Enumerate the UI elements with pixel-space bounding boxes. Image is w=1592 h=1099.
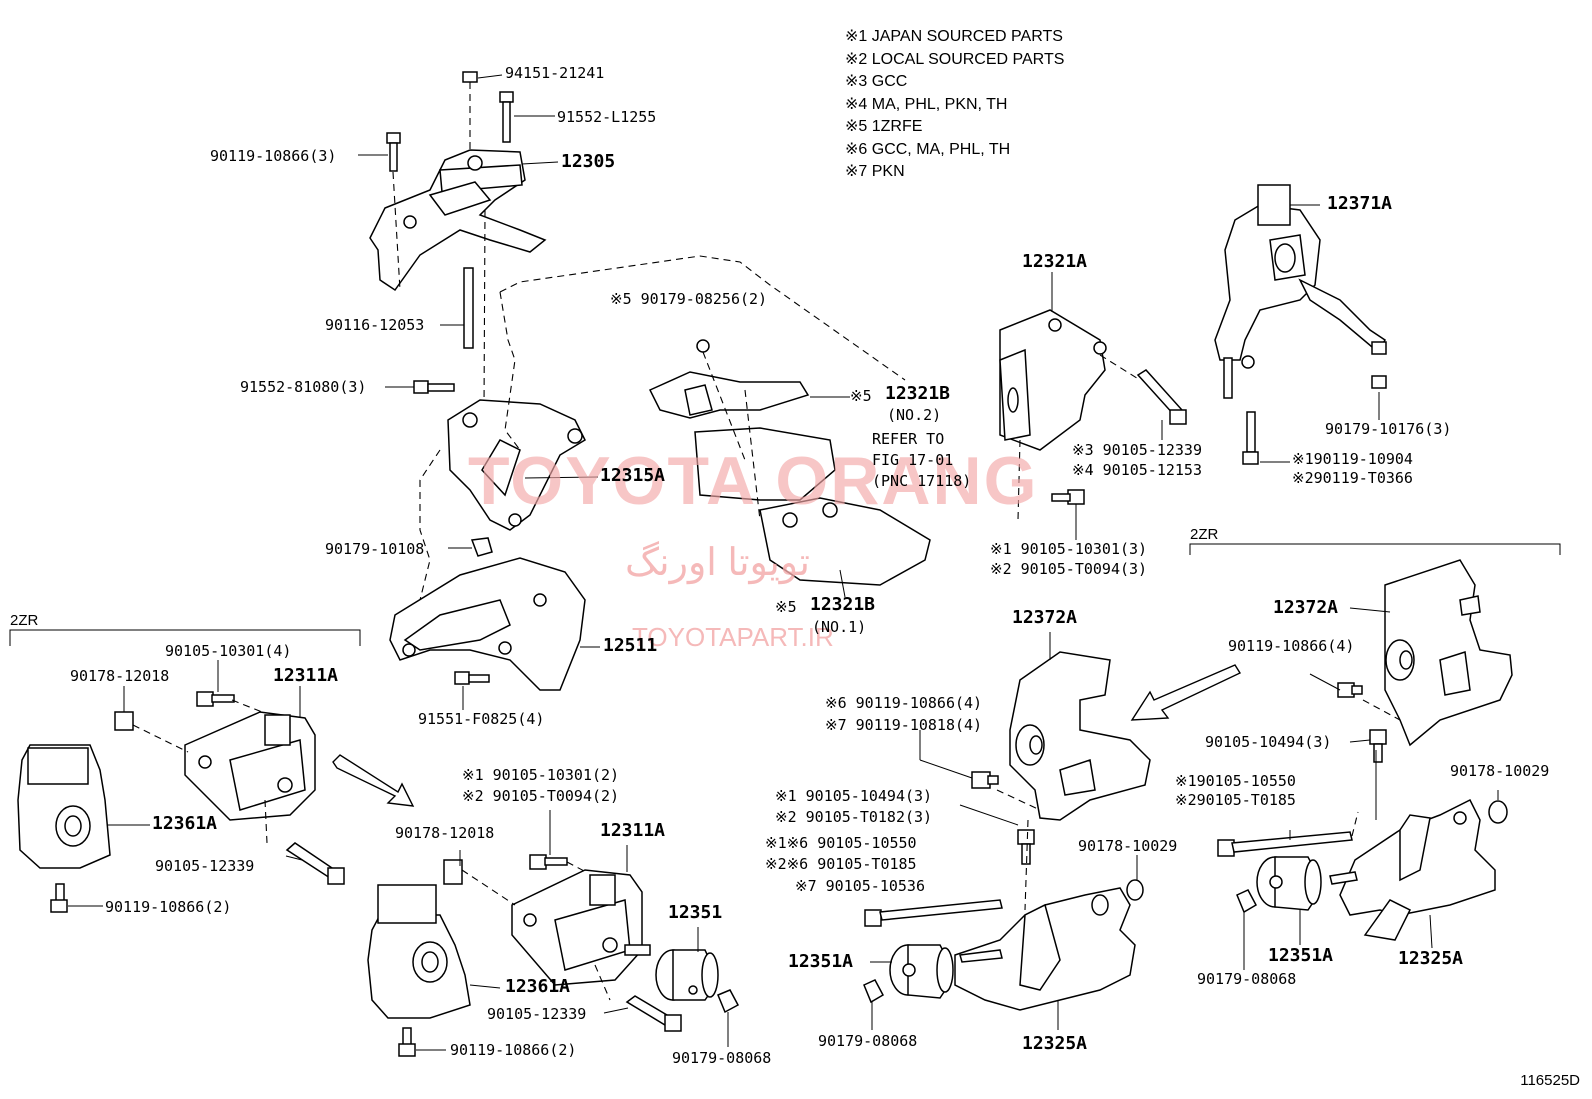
group-label-2zr-right: 2ZR [1190,526,1219,543]
part-callout[interactable]: 90178-12018 [395,824,495,842]
part-callout[interactable]: ※1 90105-10301(2) [462,766,620,784]
reference-link[interactable]: FIG 17-01 [872,451,954,469]
part-callout[interactable]: 90179-08068 [818,1032,918,1050]
part-callout[interactable]: ※190119-10904 [1292,450,1413,468]
part-callout[interactable]: ※6 90119-10866(4) [825,694,983,712]
part-callout-sub: (NO.2) [887,406,942,424]
bushing-12351A-right-drawing [1236,856,1322,914]
part-callout[interactable]: 12511 [603,635,658,656]
part-callout[interactable]: 90119-10866(4) [1228,637,1355,655]
legend-item: ※1 JAPAN SOURCED PARTS [845,28,1063,45]
part-callout[interactable]: ※4 90105-12153 [1072,461,1202,479]
part-callout[interactable]: 90119-10866(2) [450,1041,577,1059]
part-callout[interactable]: 90178-10029 [1078,837,1178,855]
legend-item: ※3 GCC [845,73,908,90]
part-callout[interactable]: ※1 90105-10301(3) [990,540,1148,558]
part-callout[interactable]: 12361A [505,976,571,997]
part-callout[interactable]: 90105-10494(3) [1205,733,1332,751]
part-callout[interactable]: ※190105-10550 [1175,772,1296,790]
part-callout[interactable]: 12351 [668,902,723,923]
part-callout-note: ※5 [850,387,872,405]
figure-number: 116525D [1520,1072,1580,1089]
part-callout[interactable]: 90105-12339 [155,857,255,875]
footnote-legend: ※1 JAPAN SOURCED PARTS ※2 LOCAL SOURCED … [845,26,1064,184]
part-callout[interactable]: 12321B [810,594,876,615]
part-callout[interactable]: ※2 90105-T0094(3) [990,560,1148,578]
part-callout[interactable]: 91552-81080(3) [240,378,367,396]
bolt-90105-10550-center-drawing [864,899,1003,927]
part-callout[interactable]: ※5 90179-08256(2) [610,290,768,308]
part-callout[interactable]: 12371A [1327,193,1393,214]
bracket-12321B-no2-drawing [648,339,810,419]
part-callout[interactable]: ※2※6 90105-T0185 [765,855,917,873]
bracket-12325A-right-drawing [1329,798,1508,941]
part-callout[interactable]: 94151-21241 [505,64,605,82]
part-callout[interactable]: 12321B [885,383,951,404]
part-callout[interactable]: 90178-10029 [1450,762,1550,780]
part-callout[interactable]: ※7 90105-10536 [795,877,925,895]
part-callout[interactable]: ※3 90105-12339 [1072,441,1202,459]
part-callout[interactable]: 90105-12339 [487,1005,587,1023]
part-callout[interactable]: ※2 90105-T0182(3) [775,808,933,826]
bracket-12311A-center-drawing [511,869,651,986]
part-callout[interactable]: ※2 90105-T0094(2) [462,787,620,805]
part-callout[interactable]: 91551-F0825(4) [418,710,545,728]
bracket-12311A-left-drawing [184,711,316,821]
bushing-12351A-center-drawing [863,944,954,1004]
bracket-12511-drawing [389,557,586,691]
part-callout[interactable]: ※1 90105-10494(3) [775,787,933,805]
bracket-12325A-center-drawing [954,879,1144,1011]
part-callout[interactable]: ※1※6 90105-10550 [765,834,917,852]
legend-item: ※6 GCC, MA, PHL, TH [845,140,1011,158]
reference-note: REFER TO [872,430,945,448]
bracket-12321B-no1-drawing [694,427,931,586]
part-callout[interactable]: 12351A [1268,945,1334,966]
part-callout[interactable]: ※7 90119-10818(4) [825,716,983,734]
part-callout[interactable]: 90105-10301(4) [165,642,292,660]
engine-mount-12361A-center-drawing [367,854,568,1057]
part-callout[interactable]: 90178-12018 [70,667,170,685]
reference-note: (PNC 17118) [872,472,972,490]
part-callout[interactable]: 90119-10866(2) [105,898,232,916]
engine-mount-12305-drawing [369,71,547,349]
part-callout[interactable]: 12372A [1012,607,1078,628]
group-label-2zr-left: 2ZR [10,612,39,629]
legend-item: ※4 MA, PHL, PKN, TH [845,95,1008,113]
bolt-90105-10550-right-drawing [1217,831,1353,857]
part-callout[interactable]: 12321A [1022,251,1088,272]
part-callout[interactable]: 90119-10866(3) [210,147,337,165]
part-callout[interactable]: 12311A [273,665,339,686]
bushing-12351-drawing [625,949,740,1032]
part-callout[interactable]: 12305 [561,151,616,172]
legend-item: ※7 PKN [845,163,905,180]
legend-item: ※5 1ZRFE [845,118,923,135]
part-callout[interactable]: 12311A [600,820,666,841]
part-callout[interactable]: 12351A [788,951,854,972]
part-callout[interactable]: 91552-L1255 [557,108,657,126]
part-callout[interactable]: 90179-08068 [1197,970,1297,988]
part-callout[interactable]: 90179-08068 [672,1049,772,1067]
part-callout[interactable]: 12325A [1398,948,1464,969]
part-callout[interactable]: 12325A [1022,1033,1088,1054]
part-callout-sub: (NO.1) [812,618,867,636]
part-callout[interactable]: ※290119-T0366 [1292,469,1413,487]
part-callout[interactable]: 12372A [1273,597,1339,618]
part-callout[interactable]: 12361A [152,813,218,834]
part-callout[interactable]: ※290105-T0185 [1175,791,1296,809]
engine-mount-12371A-drawing [1214,184,1387,465]
part-callout[interactable]: 90179-10176(3) [1325,420,1452,438]
part-callout[interactable]: 90179-10108 [325,540,425,558]
engine-mount-12372A-right-drawing [1337,559,1513,763]
bracket-12315A-drawing [413,380,586,557]
part-callout[interactable]: 90116-12053 [325,316,425,334]
bolt-90105-12339-left-drawing [285,842,345,885]
engine-mount-12361A-left-drawing [17,691,235,913]
part-callout-note: ※5 [775,598,797,616]
bracket-12321A-drawing [999,309,1187,505]
legend-item: ※2 LOCAL SOURCED PARTS [845,50,1065,68]
part-callout[interactable]: 12315A [600,465,666,486]
engine-mount-12372A-center-drawing [971,651,1151,865]
